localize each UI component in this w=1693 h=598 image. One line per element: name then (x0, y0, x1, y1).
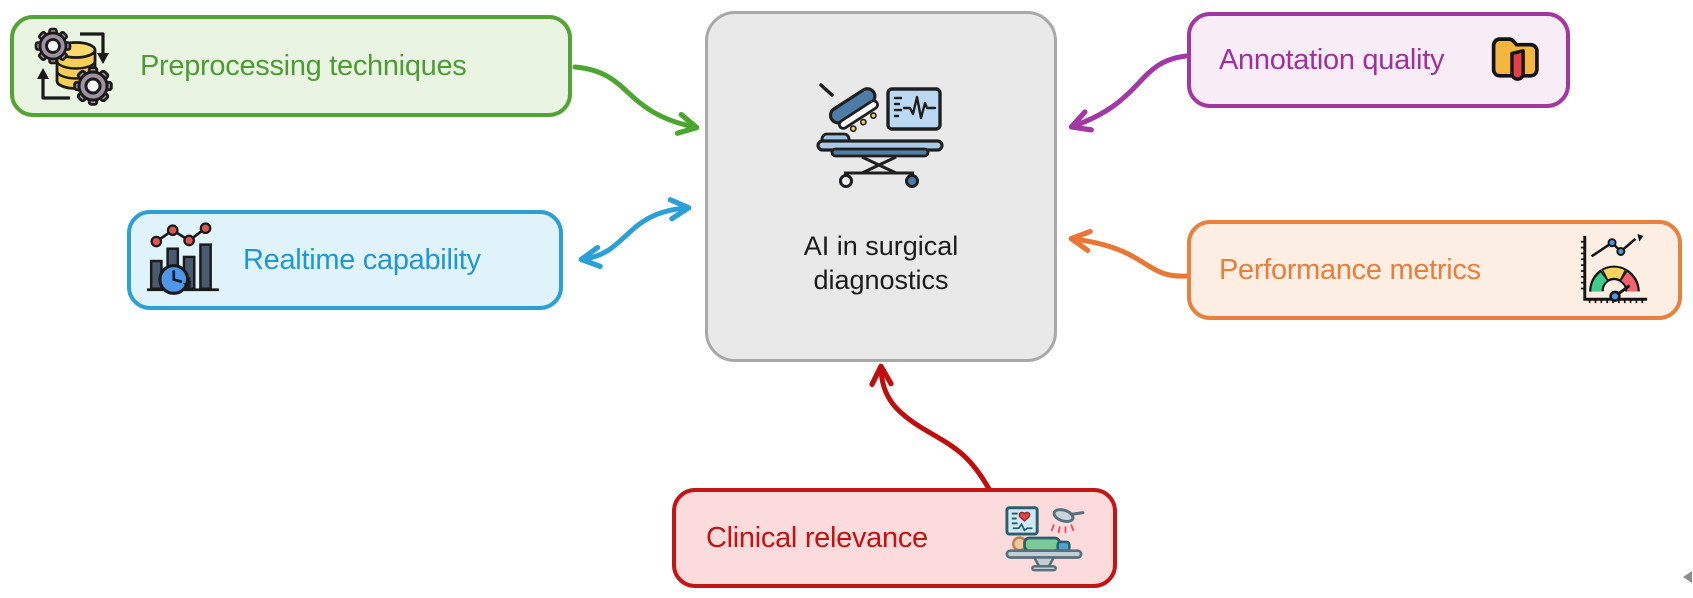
node-label: Preprocessing techniques (140, 49, 467, 82)
connector-performance-to-center (1068, 228, 1189, 279)
folder-tag-icon (1488, 32, 1542, 88)
connector-preprocessing-to-center (572, 64, 700, 136)
node-annotation-quality: Annotation quality (1187, 12, 1570, 108)
barchart-clock-icon (141, 220, 227, 300)
patient-surgery-icon (1003, 503, 1085, 573)
node-realtime-capability: Realtime capability (127, 210, 563, 310)
connector-clinical-to-center (869, 363, 992, 492)
node-preprocessing-techniques: Preprocessing techniques (10, 15, 572, 117)
connector-annotation-to-center (1068, 53, 1189, 133)
node-label: Realtime capability (243, 243, 481, 276)
pointer-artifact-icon (1683, 571, 1692, 583)
center-label-line1: AI in surgical (803, 230, 959, 261)
node-label: Performance metrics (1219, 253, 1481, 286)
center-node-ai-surgical-diagnostics: AI in surgical diagnostics (705, 11, 1057, 362)
surgical-table-monitor-icon (816, 77, 946, 189)
node-label: Annotation quality (1219, 43, 1445, 76)
center-label-line2: diagnostics (813, 264, 949, 295)
gears-database-icon (30, 23, 120, 109)
gauge-chart-icon (1576, 230, 1652, 310)
node-clinical-relevance: Clinical relevance (672, 488, 1117, 588)
connector-realtime-center-twoway (578, 197, 692, 269)
node-label: Clinical relevance (706, 521, 928, 554)
center-node-label: AI in surgical diagnostics (804, 229, 959, 297)
node-performance-metrics: Performance metrics (1187, 220, 1682, 320)
